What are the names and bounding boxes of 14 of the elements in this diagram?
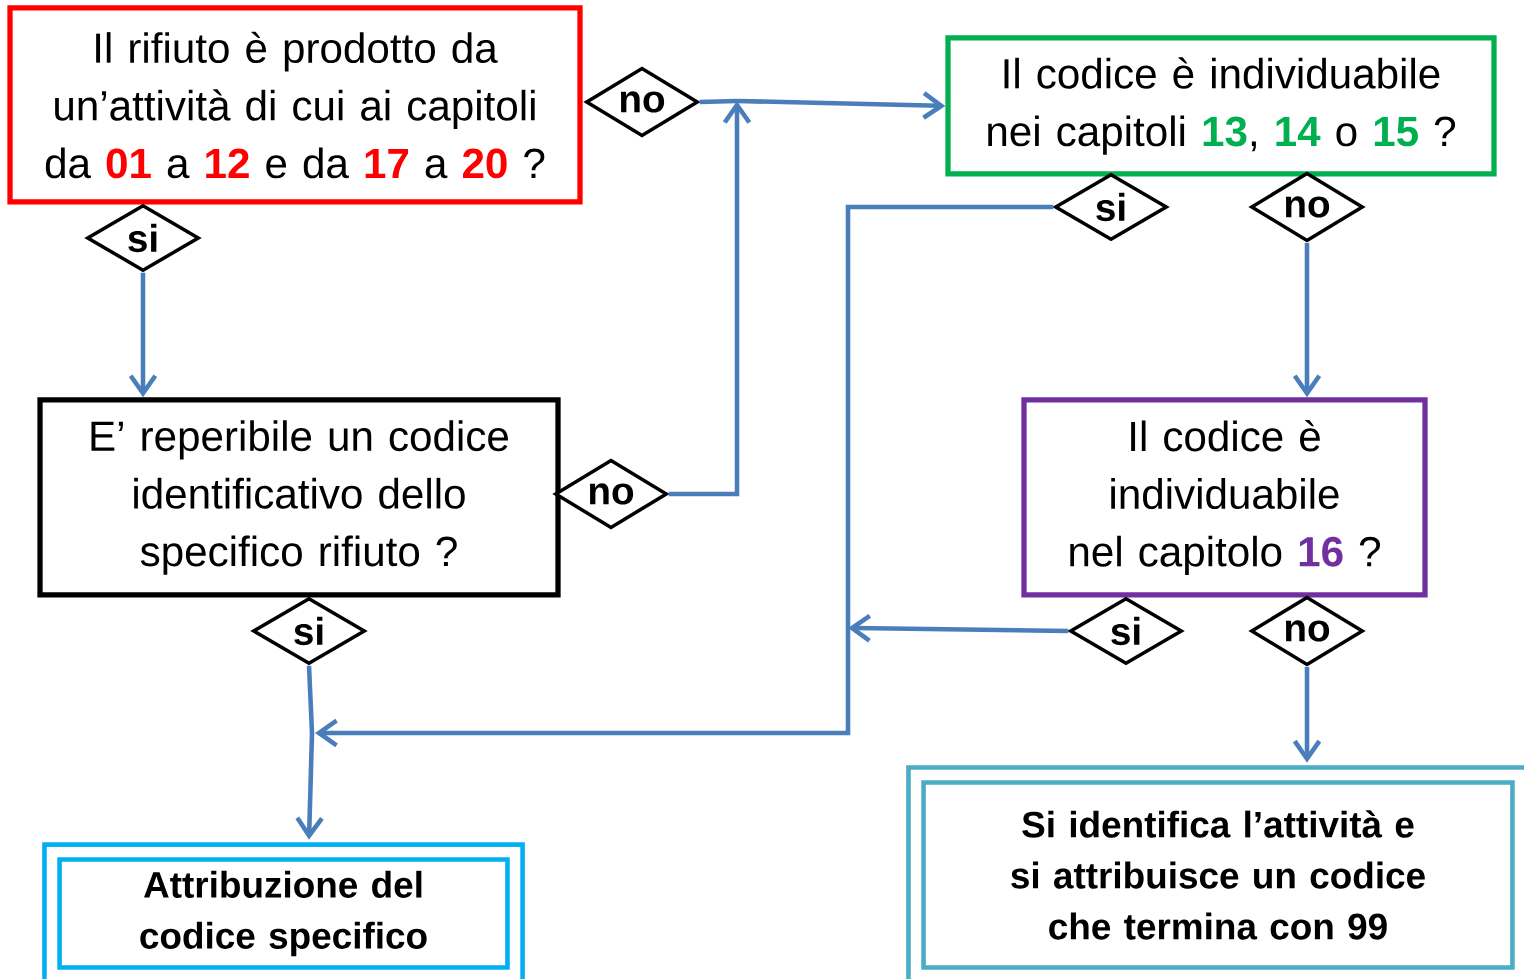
arrow <box>295 732 324 840</box>
arrow <box>668 100 752 497</box>
arrow <box>315 628 851 748</box>
arrow <box>736 91 946 120</box>
process-box: E’ reperibile un codice identificativo dello specifico rifiuto ? <box>37 397 561 598</box>
process-box: Il codice è individuabile nel capitolo 16 ? <box>1021 397 1428 598</box>
result-box: Si identifica l’attività e si attribuisce un codice che termina con 99 <box>906 765 1524 979</box>
arrow <box>848 614 1069 643</box>
process-box: Il codice è individuabile nei capitoli 13, 14 o 15 ? <box>945 35 1497 177</box>
arrow <box>1292 242 1322 398</box>
arrow <box>1292 666 1322 763</box>
arrow <box>128 272 158 398</box>
result-box: Attribuzione del codice specifico <box>42 842 525 979</box>
process-box: Il rifiuto è prodotto da un’attività di cui ai capitoli da 01 a 12 e da 17 a 20 ? <box>7 5 583 205</box>
